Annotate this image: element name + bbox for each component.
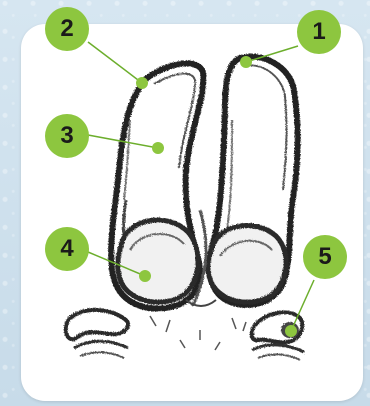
left-heel-bulb [118, 220, 198, 302]
cleft-hairline [186, 300, 216, 306]
marker-4: 4 [45, 227, 89, 271]
target-dot-5 [285, 325, 297, 337]
right-heel-bulb [208, 226, 286, 303]
leader-line-2 [88, 42, 142, 83]
marker-5: 5 [303, 235, 347, 279]
marker-3: 3 [45, 114, 89, 158]
marker-1: 1 [297, 10, 341, 54]
target-dot-3 [152, 142, 164, 154]
left-dewclaw [66, 310, 128, 358]
target-dot-1 [240, 56, 252, 68]
hair-strokes [150, 316, 246, 350]
target-dot-2 [136, 77, 148, 89]
marker-2: 2 [45, 7, 89, 51]
target-dot-4 [139, 270, 151, 282]
